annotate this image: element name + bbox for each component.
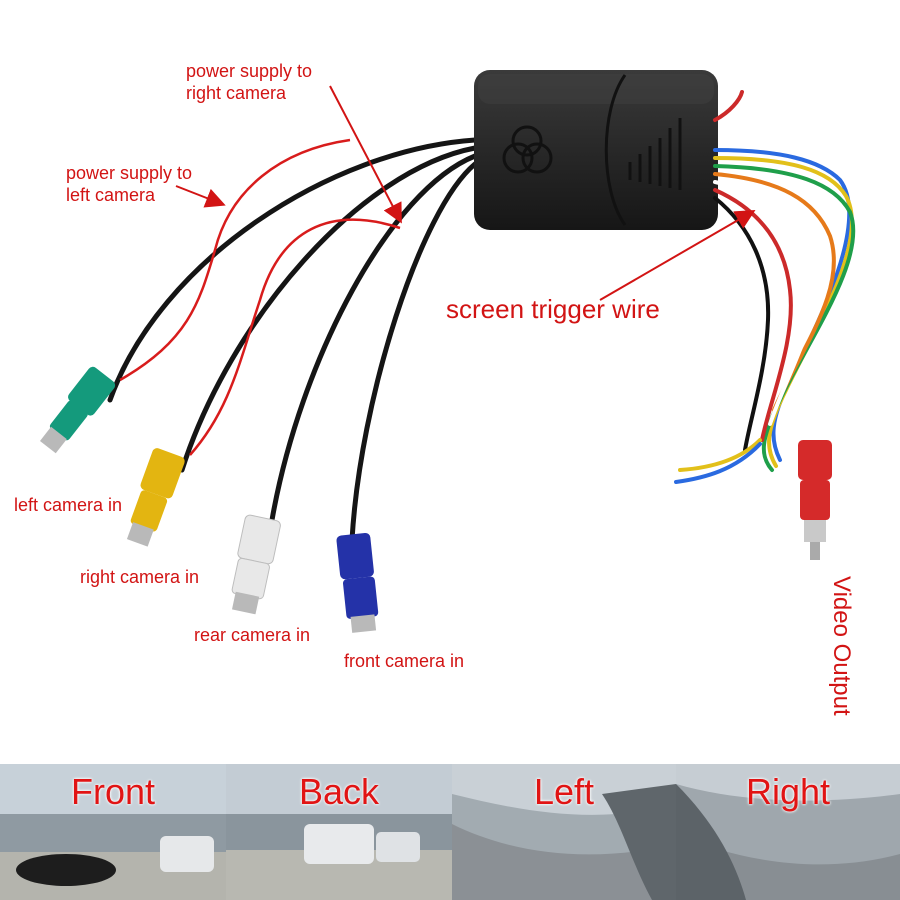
label-line: left camera — [66, 185, 156, 205]
rca-front-camera-connector — [336, 532, 379, 633]
left-view-photo — [452, 764, 676, 900]
panel-back-view: Back — [226, 764, 452, 900]
callout-arrows — [175, 85, 756, 301]
label-left-camera-in: left camera in — [14, 495, 123, 515]
panel-title-left: Left — [533, 771, 595, 812]
label-line: right camera — [186, 83, 287, 103]
label-video-output: Video Output — [828, 576, 855, 716]
converter-module — [474, 70, 718, 230]
camera-cables — [107, 137, 478, 543]
panel-front-view: Front — [0, 764, 226, 900]
panel-title-back: Back — [298, 771, 380, 812]
label-right-camera-in: right camera in — [80, 567, 200, 587]
panel-right-view: Right — [676, 764, 900, 900]
label-power-left-camera: power supply to left camera — [66, 162, 192, 206]
rca-left-camera-connector — [39, 366, 116, 454]
panel-title-right: Right — [745, 771, 831, 812]
rca-rear-camera-connector — [231, 514, 281, 615]
panel-title-front: Front — [70, 771, 156, 812]
back-view-photo — [226, 764, 452, 900]
label-screen-trigger-wire: screen trigger wire — [446, 294, 660, 324]
label-line: power supply to — [186, 61, 313, 81]
logo-icon — [502, 125, 553, 174]
right-view-photo — [676, 764, 900, 900]
label-rear-camera-in: rear camera in — [194, 625, 311, 645]
front-view-photo — [0, 764, 226, 900]
power-wires — [119, 138, 401, 456]
grip-ridges-icon — [628, 118, 682, 190]
wiring-illustration — [39, 70, 856, 633]
panel-left-view: Left — [452, 764, 676, 900]
label-power-right-camera: power supply to right camera — [186, 60, 312, 104]
label-front-camera-in: front camera in — [344, 651, 465, 671]
label-line: power supply to — [66, 163, 193, 183]
rca-video-output-connector — [798, 440, 832, 560]
rca-right-camera-connector — [126, 448, 185, 547]
